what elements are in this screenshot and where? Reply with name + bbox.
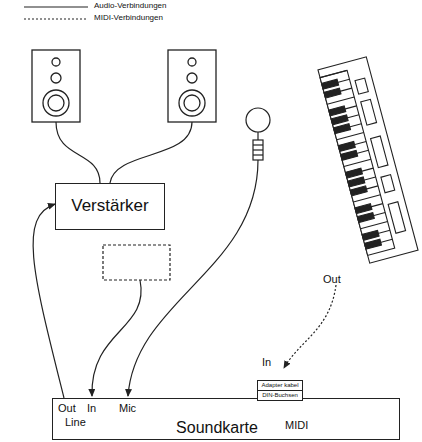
- legend-dotted-line: [24, 18, 88, 19]
- microphone: [246, 108, 270, 160]
- card-title: Soundkarte: [176, 419, 258, 437]
- node-label: Verstärker: [71, 197, 148, 216]
- port-label: Line: [65, 416, 86, 428]
- speaker-right: [168, 50, 216, 122]
- speaker-left: [32, 50, 80, 122]
- line-source-box: [103, 245, 170, 280]
- port-label: In: [87, 402, 96, 414]
- keyboard: [318, 57, 418, 263]
- legend-text: Audio-Verbindungen: [94, 2, 167, 11]
- amplifier-box: Verstärker: [55, 183, 165, 230]
- din-socket-box: DIN-Buchsen: [257, 390, 303, 401]
- speaker-wire: [110, 122, 192, 183]
- soundcard-box: Adapter kabelDIN-BuchsenOutInMicLineMIDI…: [52, 398, 400, 440]
- line-in-cable: [92, 280, 141, 396]
- speaker-wire: [56, 122, 100, 183]
- port-label: MIDI: [285, 419, 308, 431]
- port-label: Mic: [119, 402, 136, 414]
- keyboard-out-label: Out: [323, 273, 341, 285]
- port-label: Out: [58, 402, 76, 414]
- box-label: Adapter kabel: [260, 382, 300, 389]
- midi-cable: [284, 285, 336, 368]
- audio-connector: [33, 204, 64, 398]
- legend-text: MIDI-Verbindungen: [94, 14, 163, 23]
- midi-in-label: In: [262, 356, 271, 368]
- box-label: DIN-Buchsen: [260, 392, 300, 399]
- legend-solid-line: [24, 6, 88, 7]
